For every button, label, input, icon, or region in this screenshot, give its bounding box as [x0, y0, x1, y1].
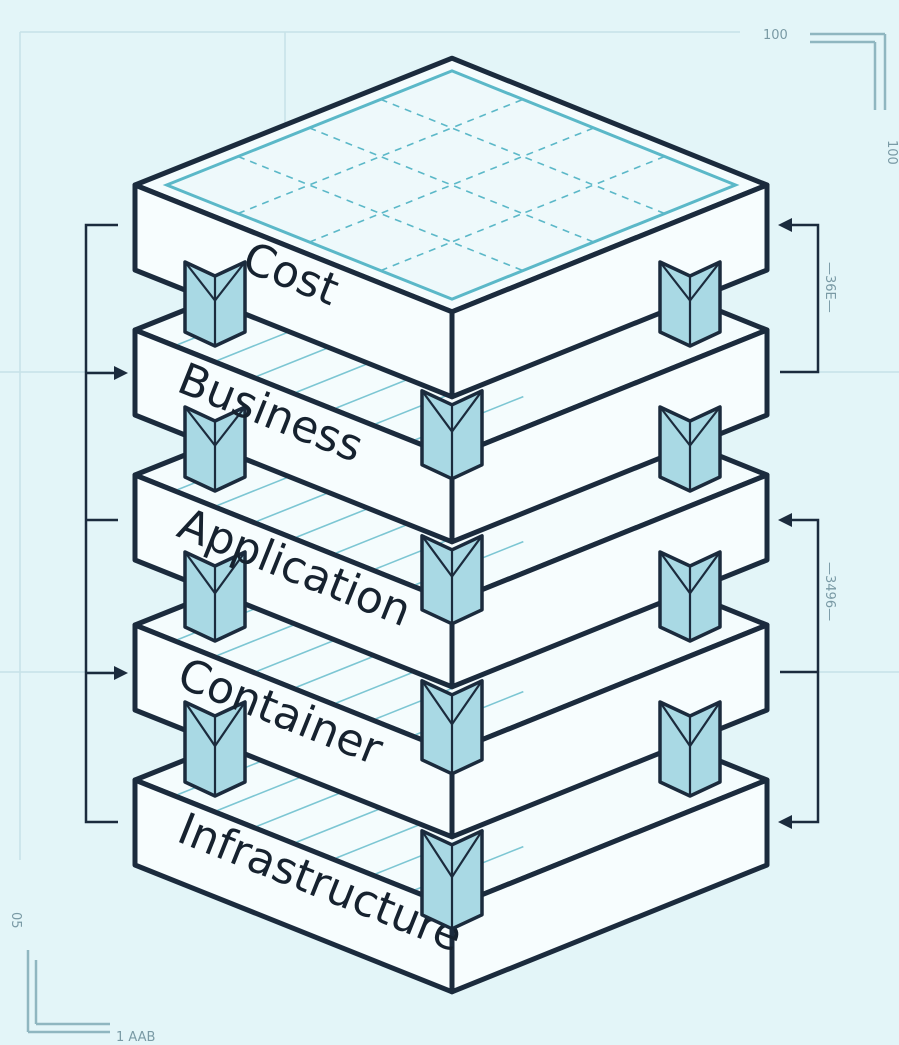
support-post	[658, 700, 722, 798]
arrow-right-icon	[114, 366, 128, 380]
support-post	[420, 389, 484, 481]
arrow-left-icon	[778, 513, 792, 527]
support-post	[183, 550, 247, 643]
dimension-marks: 100 100 —36E— —3496— 05 1 AAB	[8, 28, 899, 1045]
dimension-upper-right-text: —36E—	[822, 262, 837, 313]
dimension-bottom-text: 1 AAB	[116, 1030, 155, 1045]
support-post	[183, 405, 247, 493]
support-post	[658, 550, 722, 643]
dimension-lower-right-text: —3496—	[822, 562, 837, 621]
support-post	[183, 700, 247, 798]
arrow-left-icon	[778, 815, 792, 829]
left-connector-bracket	[84, 223, 128, 824]
dimension-left-vertical-text: 05	[8, 912, 23, 929]
layer-slab-cost: Cost	[132, 55, 770, 481]
blueprint-guides	[0, 31, 899, 860]
right-connector-bracket-upper	[778, 218, 820, 374]
layer-slab-business: Business	[132, 200, 770, 626]
support-post	[420, 679, 484, 776]
support-post	[420, 534, 484, 626]
arrow-left-icon	[778, 218, 792, 232]
support-post	[420, 829, 484, 931]
dimension-top-text: 100	[763, 28, 788, 43]
arrow-right-icon	[114, 666, 128, 680]
dimension-right-vertical-text: 100	[884, 140, 899, 165]
support-post	[658, 405, 722, 493]
right-connector-bracket-lower	[778, 513, 820, 829]
support-post	[658, 260, 722, 348]
support-post	[183, 260, 247, 348]
